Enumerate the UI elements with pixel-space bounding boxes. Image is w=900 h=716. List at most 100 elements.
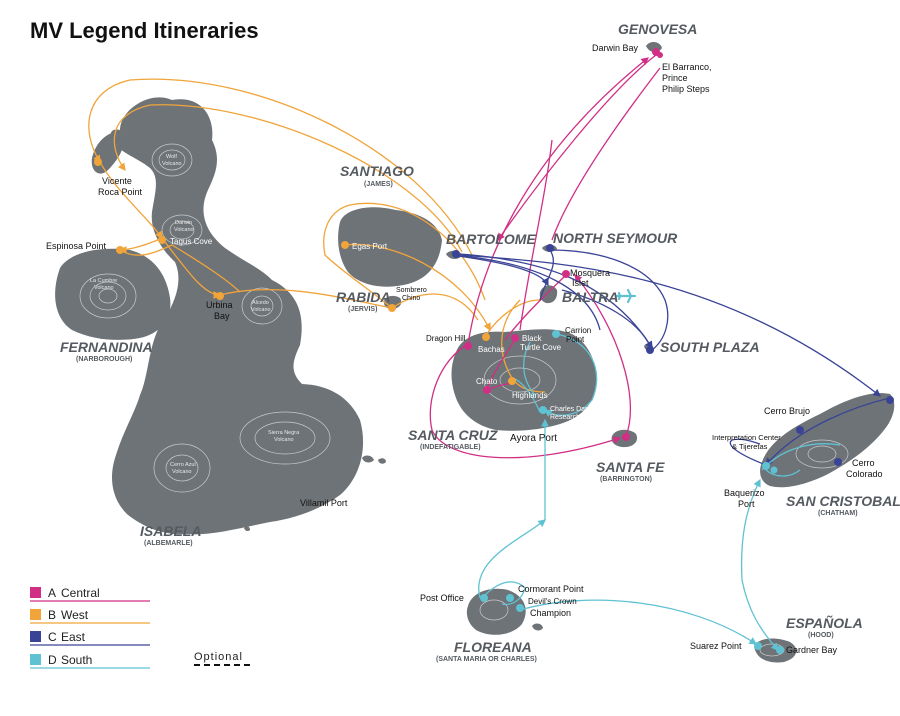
islands — [55, 42, 895, 663]
site-chato: Chato — [476, 377, 498, 386]
site-el-barranco-2: Prince — [662, 73, 688, 83]
volcano-wolf-2: Volcano — [162, 161, 182, 167]
island-name-santa-fe: SANTA FE — [596, 459, 665, 475]
baquerizo-port-dot — [770, 466, 778, 474]
legend-optional-label: Optional — [194, 651, 243, 663]
south-plaza-dot — [646, 346, 654, 354]
suarez-point-dot — [754, 642, 762, 650]
volcano-la-cumbre-2: Volcano — [94, 285, 114, 291]
site-vicente-roca-2: Roca Point — [98, 187, 143, 197]
island-alt-santa-fe: (BARRINGTON) — [600, 476, 652, 483]
legend: A Central B West C East D South Optional — [30, 586, 254, 669]
champion-dot — [516, 604, 524, 612]
espinosa-point-dot — [116, 246, 124, 254]
legend-label-central: Central — [61, 586, 100, 600]
santa-cruz-island-shape — [451, 329, 597, 431]
volcano-cerro-azul-2: Volcano — [172, 469, 192, 475]
site-urbina-bay-2: Bay — [214, 311, 230, 321]
site-sombrero-chino-1: Sombrero — [396, 287, 427, 294]
site-baquerizo-1: Baquerizo — [724, 488, 765, 498]
legend-letter-east: C — [48, 630, 57, 644]
mosquera-dot — [562, 270, 570, 278]
isabela-island-shape — [110, 97, 364, 535]
island-name-santa-cruz: SANTA CRUZ — [408, 427, 498, 443]
legend-letter-central: A — [48, 586, 56, 600]
site-cdrs-1: Charles Darwin — [550, 406, 598, 413]
island-name-espanola: ESPAÑOLA — [786, 614, 863, 631]
site-interp-2: & Tijeretas — [732, 442, 768, 451]
volcano-wolf-1: Wolf — [166, 154, 177, 160]
island-name-south-plaza: SOUTH PLAZA — [660, 339, 760, 355]
volcano-alcedo-1: Alcedo — [252, 300, 269, 306]
site-mosquera-1: Mosquera — [570, 268, 610, 278]
vicente-roca-dot — [94, 158, 102, 166]
site-cormorant-point: Cormorant Point — [518, 584, 584, 594]
dragon-hill-dot — [464, 342, 472, 350]
volcano-cerro-azul-1: Cerro Azul — [170, 462, 196, 468]
site-mosquera-2: Islet — [572, 278, 589, 288]
punta-pitt-dot — [886, 396, 894, 404]
site-vicente-roca-1: Vicente — [102, 176, 132, 186]
island-name-baltra: BALTRA — [562, 289, 619, 305]
island-name-san-cristobal: SAN CRISTOBAL — [786, 493, 900, 509]
route-central — [429, 54, 661, 459]
volcano-darwin-2: Volcano — [174, 227, 194, 233]
site-post-office: Post Office — [420, 593, 464, 603]
egas-port-dot — [341, 241, 349, 249]
island-name-fernandina: FERNANDINA — [60, 339, 153, 355]
route-east — [457, 249, 891, 466]
site-carrion-1: Carrion — [565, 326, 591, 335]
site-champion: Champion — [530, 608, 571, 618]
chato-dot — [483, 386, 491, 394]
santiago-island-shape — [338, 207, 442, 287]
legend-item-central: A Central — [30, 586, 150, 602]
volcano-labels: Wolf Volcano Darwin Volcano La Cumbre Vo… — [90, 154, 300, 475]
cormorant-point-dot — [506, 594, 514, 602]
floreana-island-shape — [466, 588, 526, 635]
site-tagus-cove: Tagus Cove — [170, 237, 213, 246]
legend-label-south: South — [61, 653, 92, 667]
legend-letter-west: B — [48, 608, 56, 622]
sombrero-chino-dot — [388, 304, 396, 312]
cerro-colorado-dot — [834, 458, 842, 466]
site-markers — [94, 48, 894, 654]
legend-swatch-central — [30, 587, 41, 598]
island-alt-fernandina: (NARBOROUGH) — [76, 356, 132, 363]
legend-letter-south: D — [48, 653, 57, 667]
urbina-bay-dot — [216, 292, 224, 300]
tagus-cove-dot — [158, 236, 166, 244]
santa-fe-dot — [622, 433, 630, 441]
site-villamil-port: Villamil Port — [300, 498, 348, 508]
legend-optional: Optional — [194, 651, 254, 666]
north-seymour-dot — [546, 244, 554, 252]
legend-item-east: C East — [30, 630, 150, 646]
legend-label-east: East — [61, 630, 86, 644]
legend-label-west: West — [61, 608, 89, 622]
site-egas-port: Egas Port — [352, 242, 388, 251]
fernandina-island-shape — [55, 248, 171, 340]
island-alt-floreana: (SANTA MARIA OR CHARLES) — [436, 656, 537, 663]
isabela-hook-shape — [91, 131, 124, 174]
site-interp-1: Interpretation Center — [712, 433, 781, 442]
legend-item-south: D South — [30, 653, 150, 669]
island-name-genovesa: GENOVESA — [618, 21, 697, 37]
island-alt-espanola: (HOOD) — [808, 632, 834, 639]
site-urbina-bay-1: Urbina — [206, 300, 233, 310]
volcano-sierra-negra-1: Sierra Negra — [268, 430, 300, 436]
volcano-la-cumbre-1: La Cumbre — [90, 278, 117, 284]
bachas-west-dot — [482, 333, 490, 341]
rock-shape — [362, 455, 374, 463]
site-cerro-colorado-2: Colorado — [846, 469, 883, 479]
map-title: MV Legend Itineraries — [30, 18, 259, 43]
charles-darwin-dot — [539, 406, 547, 414]
el-barranco-dot — [657, 52, 663, 58]
site-darwin-bay: Darwin Bay — [592, 43, 639, 53]
island-labels: GENOVESA SANTIAGO (JAMES) BARTOLOME NORT… — [60, 21, 900, 663]
island-alt-rabida: (JERVIS) — [348, 306, 377, 313]
site-devils-crown: Devil's Crown — [528, 597, 577, 606]
route-west — [88, 78, 546, 393]
gardner-bay-dot — [776, 646, 784, 654]
island-name-north-seymour: NORTH SEYMOUR — [553, 230, 678, 246]
black-turtle-dot — [511, 334, 519, 342]
site-bachas: Bachas — [478, 345, 505, 354]
